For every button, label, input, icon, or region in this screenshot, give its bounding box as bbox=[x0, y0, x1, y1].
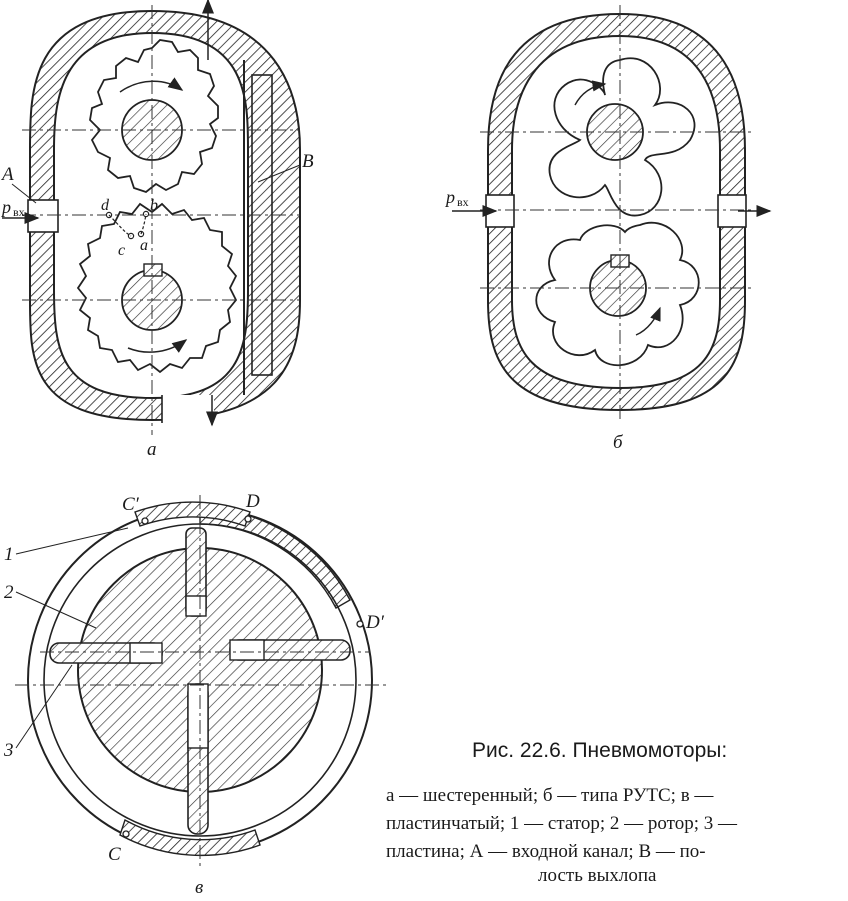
label-C-prime: C′ bbox=[122, 494, 140, 515]
label-pressure-subscript-b: вх bbox=[457, 195, 469, 209]
caption-letter-b: б bbox=[613, 432, 624, 453]
upper-gear bbox=[89, 39, 219, 194]
label-point-b: b bbox=[150, 197, 158, 214]
label-pressure-b: p bbox=[444, 187, 455, 207]
label-D: D bbox=[245, 491, 260, 512]
inlet-channel bbox=[27, 199, 59, 233]
label-rotor-number: 2 bbox=[4, 582, 14, 603]
label-exhaust-cavity: B bbox=[302, 151, 314, 172]
label-vane-number: 3 bbox=[3, 740, 14, 761]
label-inlet-channel: A bbox=[0, 164, 14, 185]
exhaust-plate bbox=[251, 74, 273, 376]
label-pressure-a: p bbox=[0, 197, 11, 217]
figure-caption: Рис. 22.6. Пневмомоторы: а — шестеренный… bbox=[386, 739, 738, 886]
caption-line-3: пластина; А — входной канал; В — по- bbox=[386, 841, 706, 862]
label-point-c: c bbox=[118, 242, 125, 259]
label-D-prime: D′ bbox=[365, 612, 385, 633]
lower-gear bbox=[76, 202, 238, 374]
caption-line-4: лость выхлопа bbox=[538, 865, 657, 886]
label-pressure-subscript-a: вх bbox=[13, 205, 25, 219]
caption-letter-v: в bbox=[195, 877, 203, 898]
label-point-d: d bbox=[101, 197, 110, 214]
caption-letter-a: а bbox=[147, 439, 157, 460]
label-stator-number: 1 bbox=[4, 544, 14, 565]
label-point-a: a bbox=[140, 237, 148, 254]
vane-motor-diagram: C′ D D′ C 1 2 3 в bbox=[3, 491, 390, 898]
roots-motor-diagram: p вх б bbox=[444, 5, 772, 453]
caption-line-2: пластинчатый; 1 — статор; 2 — ротор; 3 — bbox=[386, 813, 738, 834]
label-C: C bbox=[108, 844, 121, 865]
caption-line-1: а — шестеренный; б — типа РУТС; в — bbox=[386, 785, 714, 806]
gear-motor-diagram: A B p вх d b c a а bbox=[0, 0, 314, 460]
caption-title: Рис. 22.6. Пневмомоторы: bbox=[472, 739, 727, 762]
